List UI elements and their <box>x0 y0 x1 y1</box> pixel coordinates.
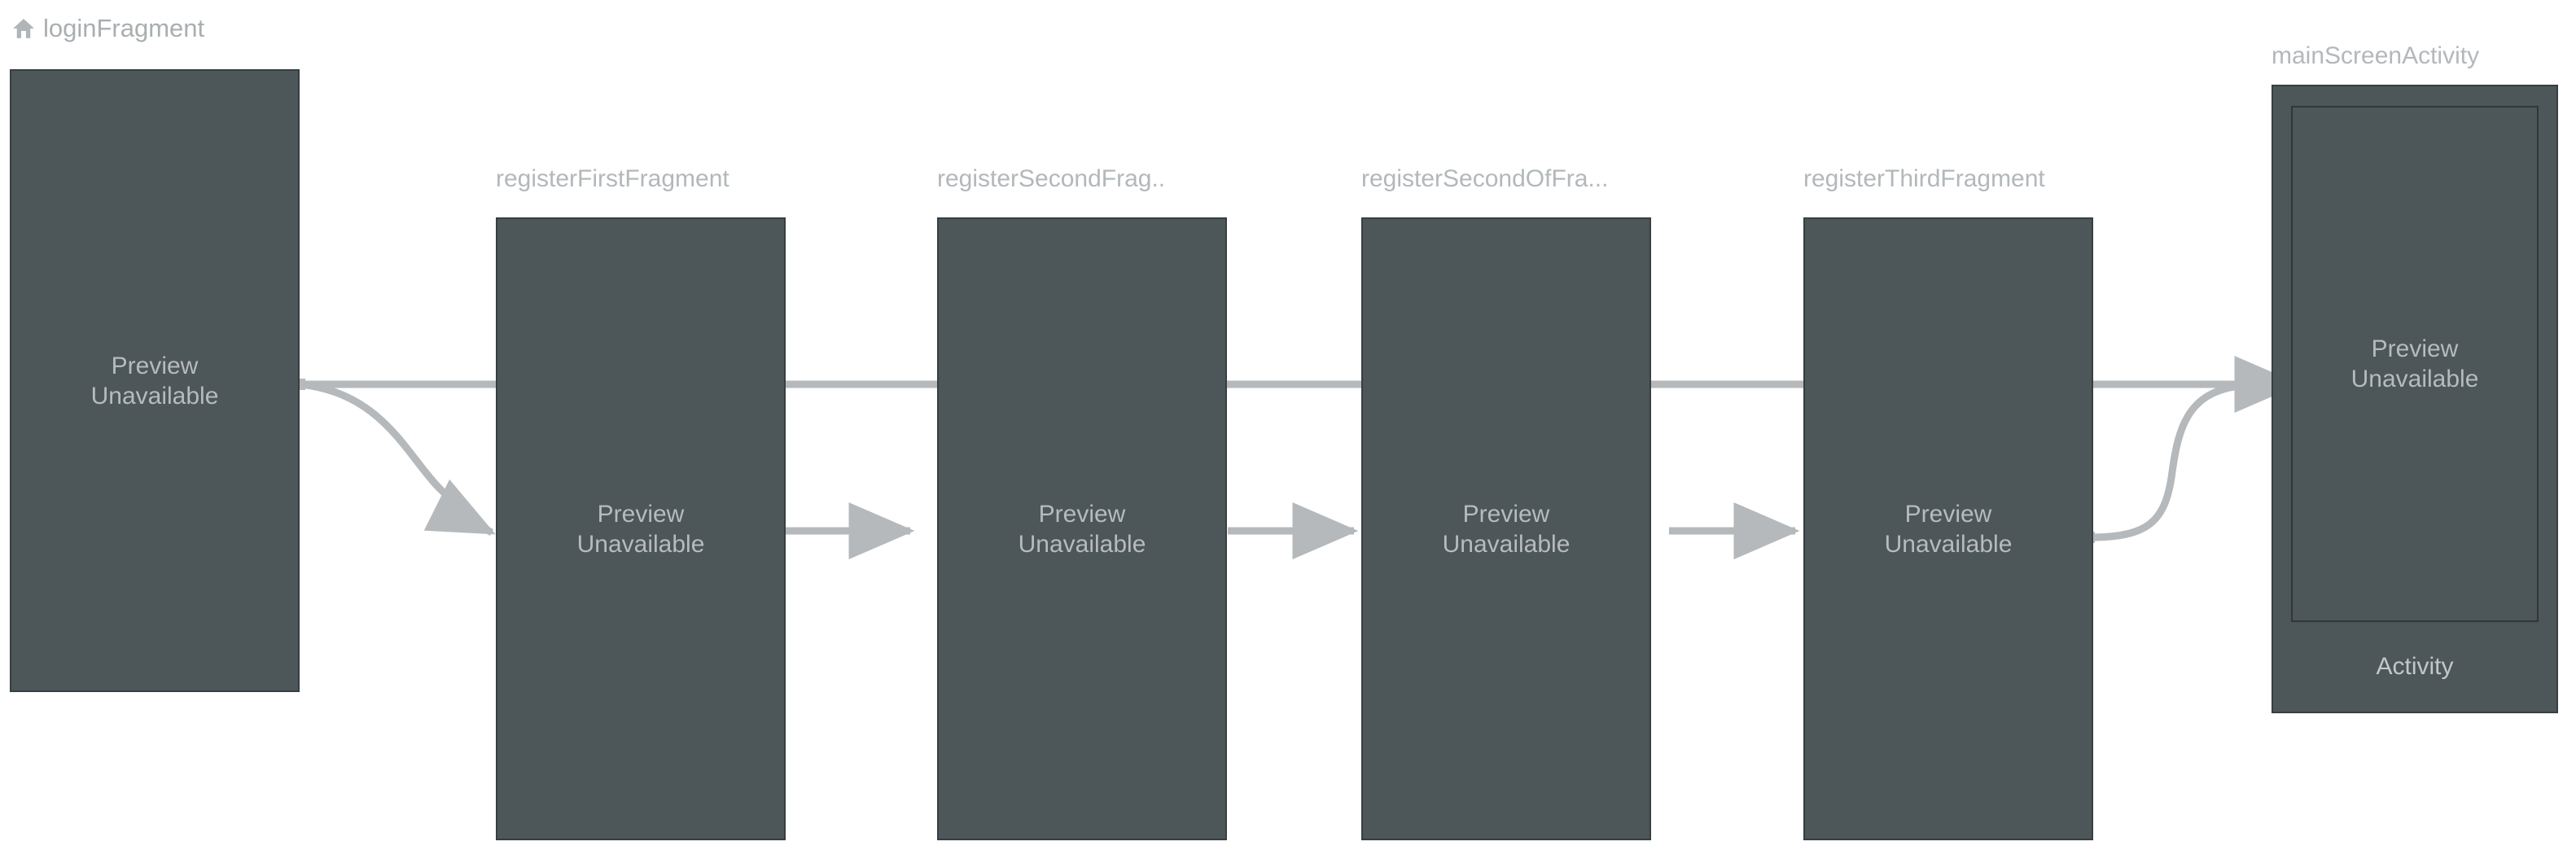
node-preview-loginFragment: Preview Unavailable <box>90 352 219 410</box>
node-loginFragment[interactable]: Preview Unavailable <box>10 69 300 692</box>
node-label-registerSecondOfFragment: registerSecondOfFra... <box>1361 165 1609 192</box>
node-registerSecondOfFragment[interactable]: Preview Unavailable <box>1361 217 1651 840</box>
start-destination-name: loginFragment <box>43 14 205 42</box>
node-preview-registerThirdFragment: Preview Unavailable <box>1884 500 2013 558</box>
node-registerFirstFragment[interactable]: Preview Unavailable <box>496 217 786 840</box>
node-preview-registerFirstFragment: Preview Unavailable <box>576 500 705 558</box>
node-preview-registerSecondFragment: Preview Unavailable <box>1018 500 1146 558</box>
node-label-mainScreenActivity: mainScreenActivity <box>2272 42 2480 69</box>
node-preview-registerSecondOfFragment: Preview Unavailable <box>1442 500 1571 558</box>
start-destination-label: loginFragment <box>11 15 204 42</box>
node-label-registerThirdFragment: registerThirdFragment <box>1803 165 2045 192</box>
node-label-registerFirstFragment: registerFirstFragment <box>496 165 729 192</box>
node-label-registerSecondFragment: registerSecondFrag.. <box>937 165 1166 192</box>
edge-login-to-registerfirst[interactable] <box>299 380 496 537</box>
home-icon <box>13 19 34 38</box>
node-registerThirdFragment[interactable]: Preview Unavailable <box>1803 217 2093 840</box>
edge-registerthird-to-mainscreen[interactable] <box>2084 380 2295 543</box>
node-registerSecondFragment[interactable]: Preview Unavailable <box>937 217 1227 840</box>
activity-caption: Activity <box>2376 653 2454 680</box>
node-preview-mainScreenActivity: Preview Unavailable <box>2350 335 2479 392</box>
activity-preview-frame: Preview Unavailable <box>2291 106 2539 622</box>
node-mainScreenActivity[interactable]: Preview Unavailable Activity <box>2272 85 2558 713</box>
